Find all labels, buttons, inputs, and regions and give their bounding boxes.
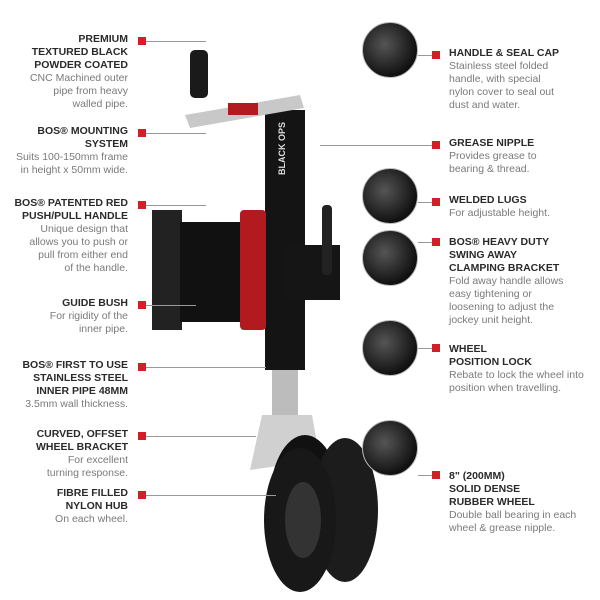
- callout-title: CURVED, OFFSET WHEEL BRACKET: [36, 428, 128, 453]
- marker-icon: [138, 201, 146, 209]
- leader-line: [418, 242, 432, 243]
- marker-icon: [432, 141, 440, 149]
- marker-icon: [138, 129, 146, 137]
- callout-title: 8" (200MM) SOLID DENSE RUBBER WHEEL: [449, 470, 535, 508]
- callout-desc: On each wheel.: [55, 513, 128, 525]
- callout-desc: For adjustable height.: [449, 207, 550, 219]
- leader-line: [418, 348, 432, 349]
- callout-desc: Unique design that allows you to push or…: [29, 223, 128, 274]
- marker-icon: [432, 471, 440, 479]
- leader-line: [418, 475, 432, 476]
- marker-icon: [432, 238, 440, 246]
- callout-title: BOS® HEAVY DUTY SWING AWAY CLAMPING BRAC…: [449, 236, 560, 274]
- inner-pipe: [272, 370, 298, 415]
- callout-desc: 3.5mm wall thickness.: [25, 398, 128, 410]
- wheel-detail-inset: [362, 420, 418, 476]
- leader-line: [146, 133, 206, 134]
- callout-inner-pipe: BOS® FIRST TO USE STAINLESS STEEL INNER …: [22, 359, 128, 411]
- callout-title: GUIDE BUSH: [62, 297, 128, 309]
- leader-line: [146, 367, 266, 368]
- marker-icon: [138, 432, 146, 440]
- leader-line: [146, 495, 276, 496]
- clamp-handle: [322, 205, 332, 275]
- callout-desc: Rebate to lock the wheel into position w…: [449, 369, 584, 394]
- callout-desc: CNC Machined outer pipe from heavy walle…: [29, 72, 128, 110]
- callout-title: PREMIUM TEXTURED BLACK POWDER COATED: [31, 33, 128, 71]
- marker-icon: [432, 344, 440, 352]
- leader-line: [418, 202, 432, 203]
- callout-title: WELDED LUGS: [449, 194, 527, 206]
- callout-desc: Fold away handle allows easy tightening …: [449, 275, 564, 326]
- leader-line: [146, 41, 206, 42]
- callout-desc: For rigidity of the inner pipe.: [49, 310, 128, 335]
- marker-icon: [138, 301, 146, 309]
- wheel-lock-detail-inset: [362, 320, 418, 376]
- mounting-plate: [152, 210, 182, 330]
- callout-desc: For excellent turning response.: [46, 454, 128, 479]
- callout-desc: Double ball bearing in each wheel & grea…: [449, 509, 577, 534]
- product-label: BLACK OPS: [277, 122, 287, 175]
- callout-desc: Provides grease to bearing & thread.: [449, 150, 537, 175]
- mounting-clamp: [180, 222, 240, 322]
- red-push-pull-handle: [240, 210, 266, 330]
- callout-clamping-bracket: BOS® HEAVY DUTY SWING AWAY CLAMPING BRAC…: [449, 236, 563, 327]
- outer-tube: [265, 110, 305, 370]
- nylon-hub: [285, 482, 321, 558]
- marker-icon: [138, 363, 146, 371]
- callout-desc: Stainless steel folded handle, with spec…: [449, 60, 555, 111]
- leader-line: [146, 305, 196, 306]
- callout-title: GREASE NIPPLE: [449, 137, 535, 149]
- leader-line: [146, 436, 256, 437]
- leader-line: [146, 205, 206, 206]
- callout-title: WHEEL POSITION LOCK: [449, 343, 532, 368]
- clamp-detail-inset: [362, 230, 418, 286]
- seal-cap: [228, 103, 258, 115]
- callout-desc: Suits 100-150mm frame in height x 50mm w…: [15, 151, 128, 176]
- callout-title: HANDLE & SEAL CAP: [449, 47, 560, 59]
- handle-detail-inset: [362, 22, 418, 78]
- leader-line: [320, 145, 432, 146]
- marker-icon: [432, 198, 440, 206]
- leader-line: [418, 55, 432, 56]
- marker-icon: [138, 37, 146, 45]
- crank-grip: [190, 50, 208, 98]
- lugs-detail-inset: [362, 168, 418, 224]
- callout-title: BOS® MOUNTING SYSTEM: [37, 125, 128, 150]
- callout-title: FIBRE FILLED NYLON HUB: [56, 487, 128, 512]
- marker-icon: [432, 51, 440, 59]
- callout-title: BOS® FIRST TO USE STAINLESS STEEL INNER …: [22, 359, 128, 397]
- callout-title: BOS® PATENTED RED PUSH/PULL HANDLE: [14, 197, 128, 222]
- marker-icon: [138, 491, 146, 499]
